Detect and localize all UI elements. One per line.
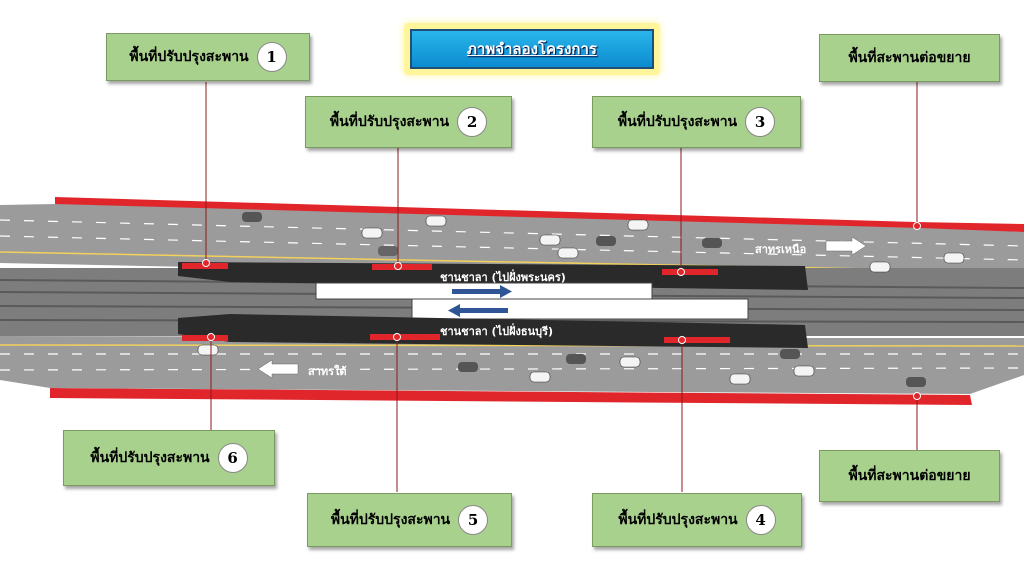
callout-bridge-improvement-4: พื้นที่ปรับปรุงสะพาน 4 xyxy=(592,493,802,547)
lane-markings-north xyxy=(0,219,1024,261)
extension-area-bottom xyxy=(50,388,972,405)
platform-north-label: ชานชาลา (ไปฝั่งพระนคร) xyxy=(440,271,566,284)
diagram-title-box: ภาพจำลองโครงการ xyxy=(404,23,660,75)
direction-north-label: สาทรเหนือ xyxy=(755,243,807,256)
callout-bridge-improvement-6: พื้นที่ปรับปรุงสะพาน 6 xyxy=(63,430,275,486)
callout-number: 6 xyxy=(217,443,248,473)
callout-label: พื้นที่ปรับปรุงสะพาน xyxy=(329,114,450,130)
arrow-south-icon xyxy=(257,359,299,379)
callout-bridge-extension-bottom: พื้นที่สะพานต่อขยาย xyxy=(819,450,1000,502)
callout-bridge-improvement-2: พื้นที่ปรับปรุงสะพาน 2 xyxy=(305,96,512,148)
anchor-dots xyxy=(202,222,921,400)
callout-bridge-improvement-1: พื้นที่ปรับปรุงสะพาน 1 xyxy=(106,33,310,81)
callout-label: พื้นที่ปรับปรุงสะพาน xyxy=(618,512,738,528)
callout-number: 4 xyxy=(745,505,776,535)
callout-number: 3 xyxy=(745,107,776,137)
callout-label: พื้นที่ปรับปรุงสะพาน xyxy=(617,114,738,130)
callout-bridge-extension-top: พื้นที่สะพานต่อขยาย xyxy=(819,34,1000,82)
callout-number: 5 xyxy=(458,505,489,535)
leader-lines xyxy=(205,82,918,492)
callout-bridge-improvement-5: พื้นที่ปรับปรุงสะพาน 5 xyxy=(307,493,512,547)
track-direction-arrows xyxy=(448,285,512,317)
callout-number: 1 xyxy=(256,42,287,72)
vehicles xyxy=(197,212,965,387)
callout-label: พื้นที่ปรับปรุงสะพาน xyxy=(129,49,249,65)
arrow-north-icon xyxy=(825,236,867,256)
callout-label: พื้นที่สะพานต่อขยาย xyxy=(848,468,971,484)
centerline-south xyxy=(0,344,1024,347)
diagram-title: ภาพจำลองโครงการ xyxy=(467,40,597,58)
platform-south-label: ชานชาลา (ไปฝั่งธนบุรี) xyxy=(440,325,554,338)
platform-south xyxy=(178,314,808,348)
callout-label: พื้นที่ปรับปรุงสะพาน xyxy=(330,512,451,528)
callout-bridge-improvement-3: พื้นที่ปรับปรุงสะพาน 3 xyxy=(592,96,801,148)
train-mid-cars xyxy=(411,298,749,320)
callout-label: พื้นที่ปรับปรุงสะพาน xyxy=(90,450,210,466)
road-south xyxy=(0,336,1024,394)
callout-label: พื้นที่สะพานต่อขยาย xyxy=(848,50,971,66)
callout-number: 2 xyxy=(457,107,488,137)
lane-markings-south xyxy=(0,353,1024,371)
direction-south-label: สาทรใต้ xyxy=(308,365,347,378)
extension-area-top xyxy=(55,197,1024,232)
